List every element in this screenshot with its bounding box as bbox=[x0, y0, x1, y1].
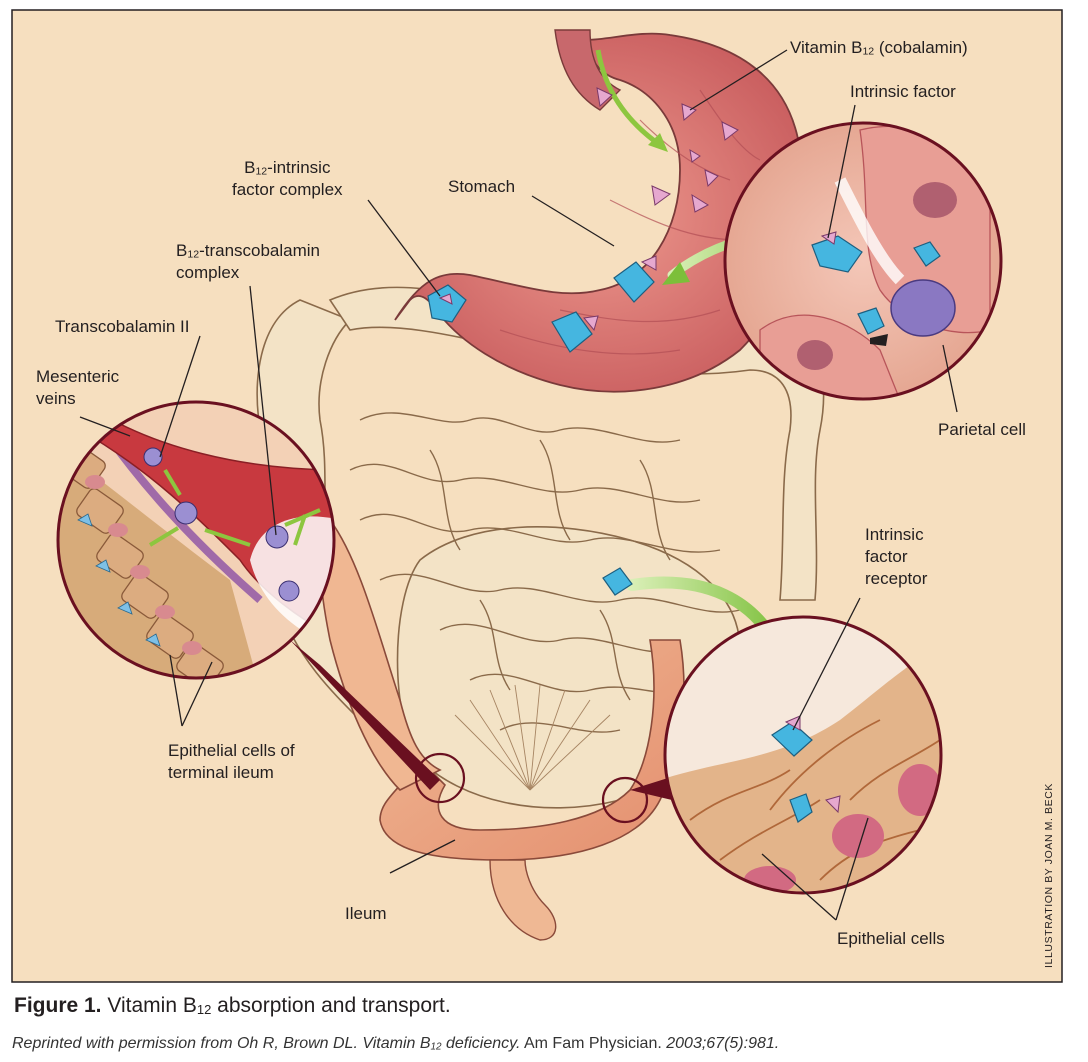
zoom-ring-ileum-2 bbox=[601, 776, 649, 824]
label-vitamin-b12: Vitamin B12 (cobalamin) bbox=[790, 38, 968, 58]
appendix bbox=[489, 859, 557, 941]
stomach-rugae bbox=[499, 89, 761, 355]
small-intestine bbox=[349, 412, 741, 733]
esophagus bbox=[554, 29, 622, 111]
figure-caption: Figure 1. Vitamin B12 absorption and tra… bbox=[14, 994, 451, 1017]
leader-lines bbox=[79, 49, 958, 921]
zoom-circle-left-ring bbox=[56, 400, 336, 680]
illustration-credit: ILLUSTRATION BY JOAN M. BECK bbox=[1043, 782, 1055, 968]
zoom-circle-tr-ring bbox=[723, 121, 1003, 401]
arrow-esophagus bbox=[595, 49, 662, 148]
b12-molecules-stomach bbox=[596, 87, 739, 213]
label-epithelial-cells: Epithelial cells bbox=[837, 929, 945, 948]
label-transcobalamin-ii: Transcobalamin II bbox=[55, 317, 190, 336]
label-stomach: Stomach bbox=[448, 177, 516, 196]
zoom-ring-ileum bbox=[414, 752, 466, 804]
label-parietal-cell: Parietal cell bbox=[938, 420, 1026, 439]
zoom-wedge-right bbox=[630, 778, 672, 800]
cecum bbox=[319, 518, 442, 791]
zoom-circle-epithelial bbox=[665, 617, 941, 893]
mesentery-fan bbox=[454, 684, 611, 791]
zoom-wedge-left bbox=[290, 640, 440, 790]
zoom-circle-parietal bbox=[725, 123, 1001, 399]
ileum-complex bbox=[602, 567, 633, 596]
label-ileum: Ileum bbox=[345, 904, 387, 923]
reprint-citation: Reprinted with permission from Oh R, Bro… bbox=[12, 1035, 780, 1053]
zoom-circle-br-ring bbox=[663, 615, 943, 895]
label-intrinsic-factor: Intrinsic factor bbox=[850, 82, 956, 101]
b12-if-complexes-stomach bbox=[427, 261, 655, 353]
